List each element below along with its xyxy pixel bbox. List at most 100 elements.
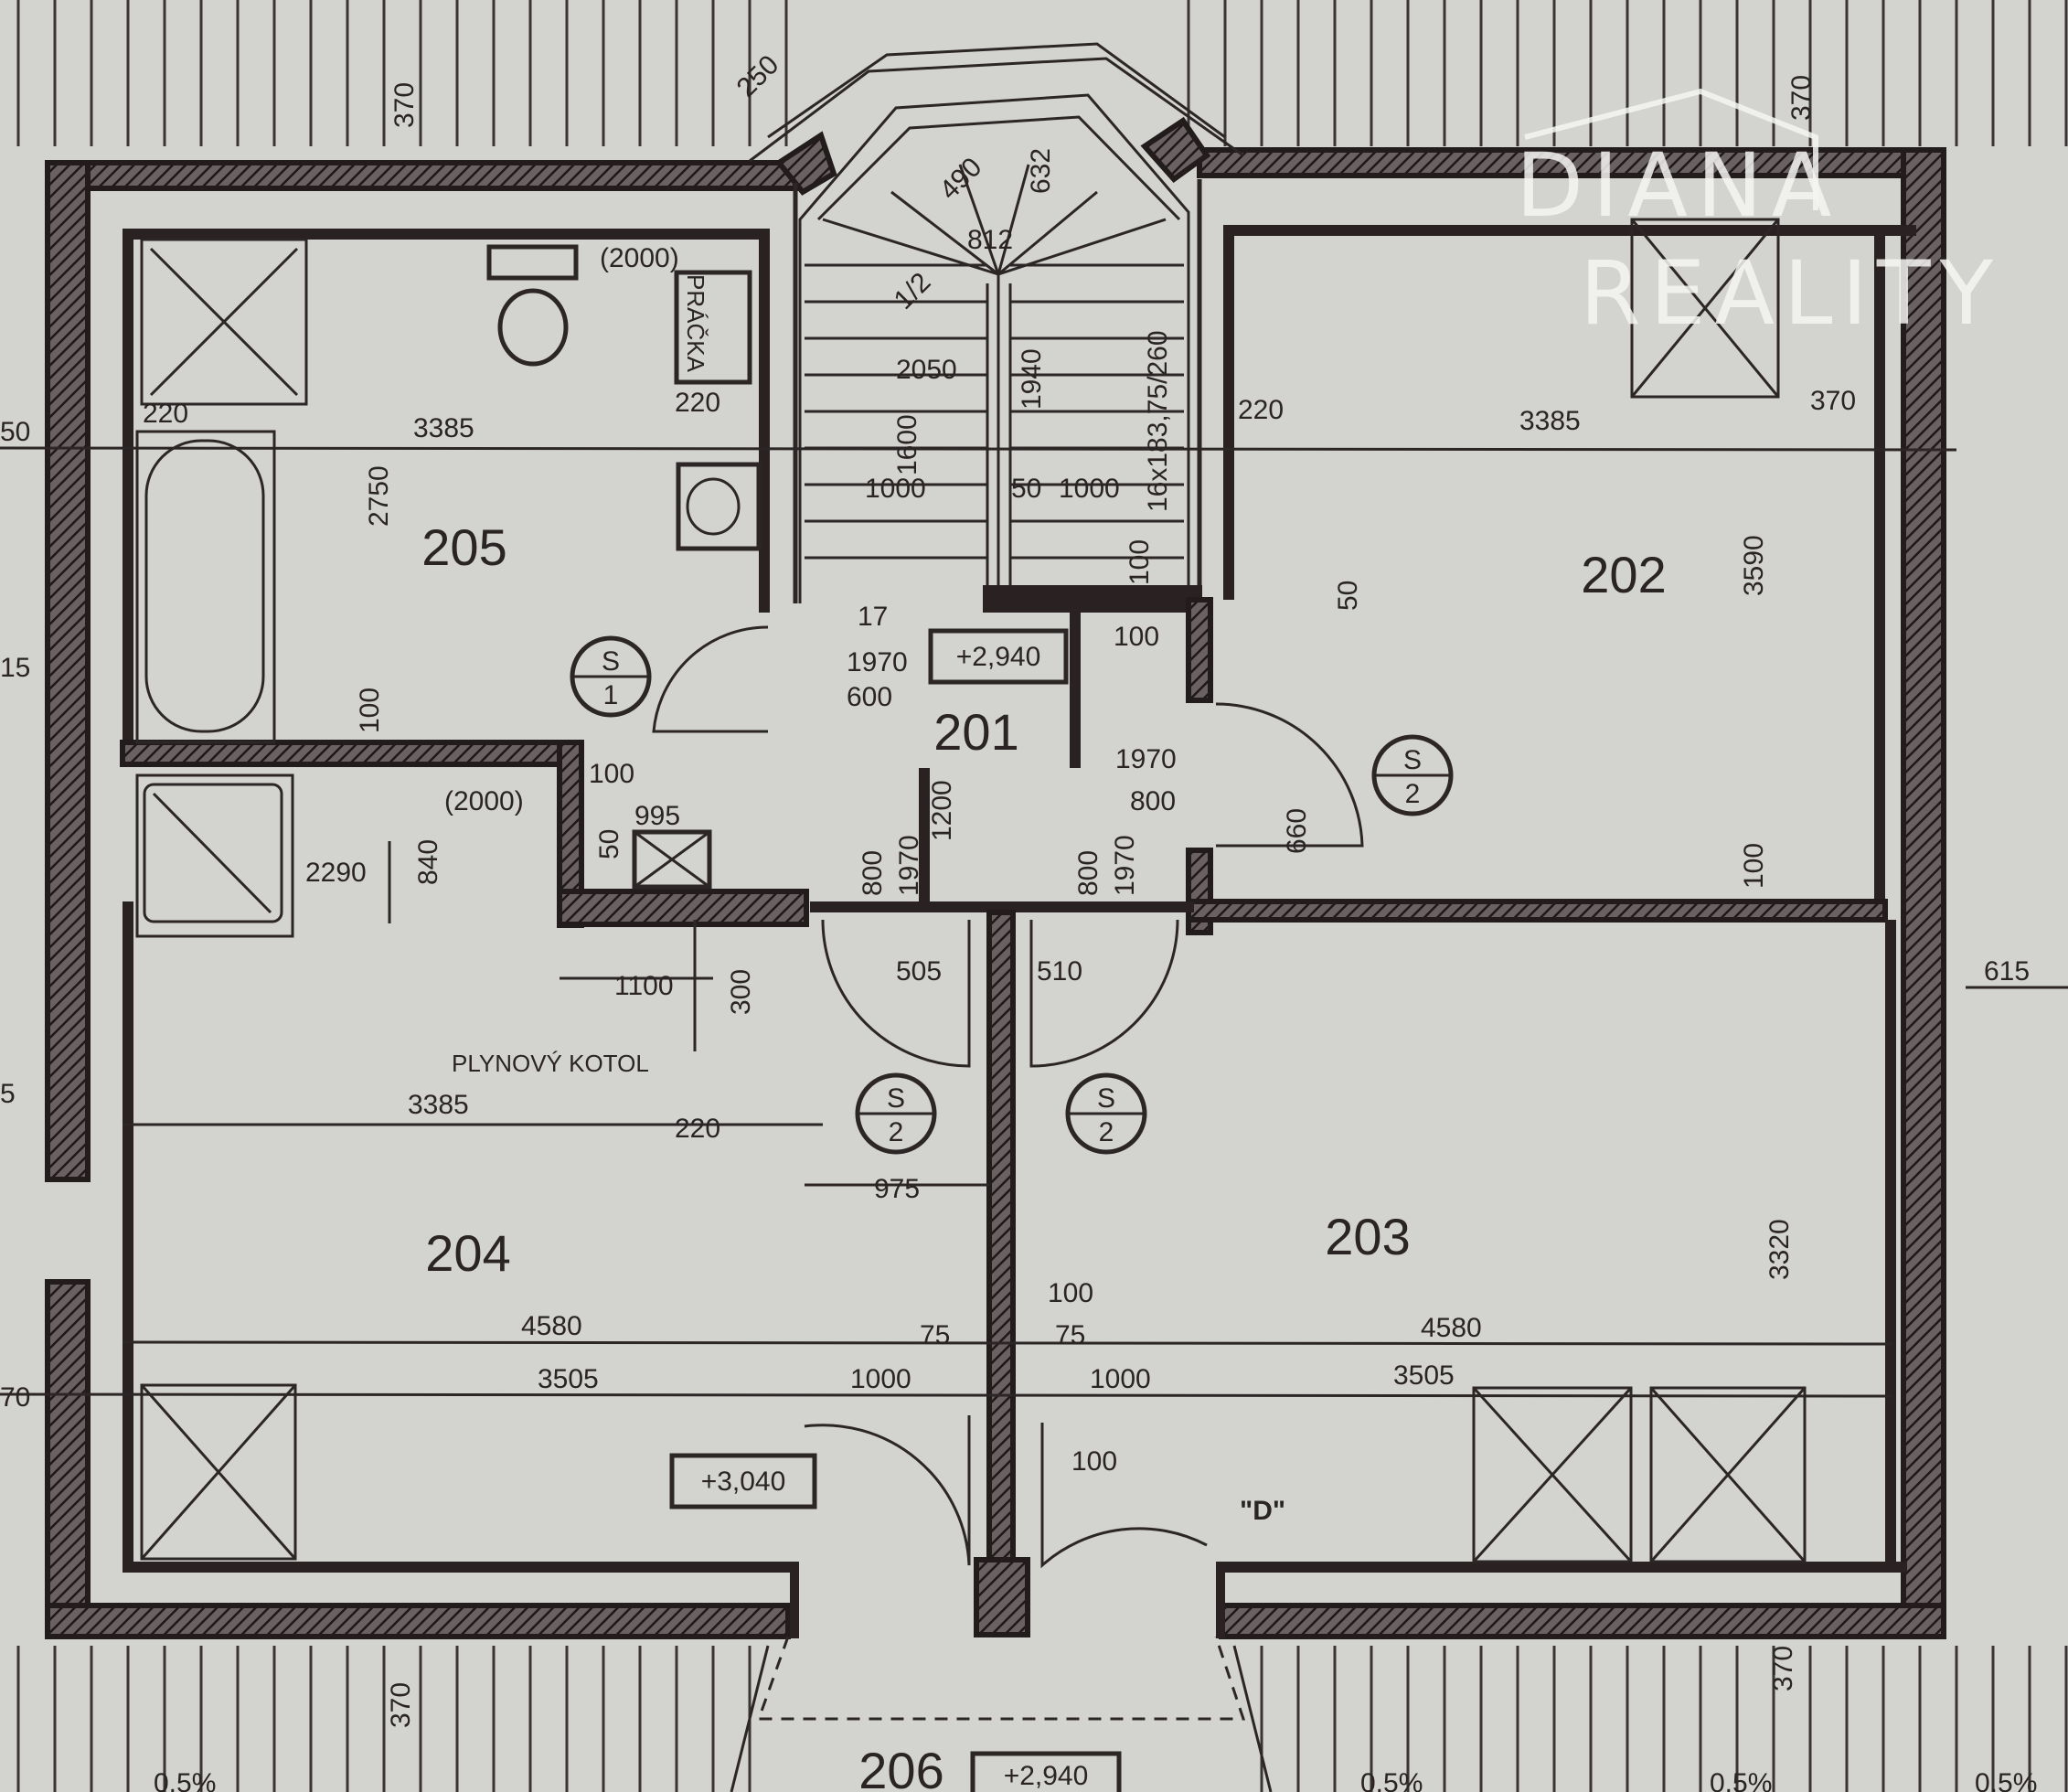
- svg-text:2: 2: [889, 1117, 904, 1147]
- svg-text:1000: 1000: [1059, 474, 1120, 504]
- section-marker-s2-left: S 2: [855, 1072, 937, 1155]
- level-marker-lower-left: +3,040: [669, 1453, 817, 1509]
- skylight-202: [1630, 218, 1780, 399]
- svg-text:370: 370: [389, 82, 420, 128]
- svg-text:1200: 1200: [927, 780, 957, 841]
- svg-text:660: 660: [1282, 808, 1312, 854]
- svg-text:220: 220: [143, 399, 188, 429]
- stair-bay: [749, 42, 1244, 603]
- room-203: 203: [1325, 1208, 1410, 1265]
- room-206: 206: [858, 1742, 943, 1792]
- stair-winder: [997, 218, 1167, 276]
- svg-text:3385: 3385: [408, 1090, 469, 1120]
- svg-text:1970: 1970: [847, 647, 908, 677]
- svg-text:2: 2: [1405, 779, 1421, 809]
- skylight-203-b: [1649, 1386, 1807, 1563]
- svg-text:510: 510: [1037, 956, 1082, 987]
- skylight-204: [140, 1383, 297, 1561]
- svg-text:2290: 2290: [305, 858, 367, 888]
- svg-text:600: 600: [847, 682, 892, 712]
- section-marker-s2-center: S 2: [1065, 1072, 1147, 1155]
- svg-text:4580: 4580: [1421, 1313, 1482, 1343]
- svg-text:3385: 3385: [413, 413, 474, 443]
- svg-text:100: 100: [1071, 1446, 1117, 1477]
- fixtures: [135, 218, 1807, 1563]
- svg-text:3505: 3505: [538, 1364, 599, 1394]
- stair-winder: [997, 190, 1098, 276]
- svg-text:505: 505: [896, 956, 942, 987]
- svg-text:300: 300: [726, 969, 756, 1015]
- stair-winder: [958, 164, 1000, 275]
- svg-text:1970: 1970: [894, 835, 924, 896]
- svg-text:995: 995: [634, 801, 680, 831]
- dimension-labels: (2000) 220 220 3385 220 3385 370 812 205…: [0, 225, 2037, 1792]
- shower-tray: [135, 773, 294, 938]
- svg-text:4580: 4580: [521, 1311, 582, 1341]
- svg-text:50: 50: [1011, 474, 1041, 504]
- svg-text:S: S: [602, 646, 620, 677]
- level-marker-bottom: +2,940: [970, 1751, 1122, 1792]
- svg-text:2050: 2050: [896, 355, 957, 385]
- svg-text:+3,040: +3,040: [701, 1467, 786, 1497]
- svg-text:1000: 1000: [1090, 1364, 1151, 1394]
- svg-text:5: 5: [0, 1079, 16, 1109]
- sink: [676, 462, 762, 551]
- svg-text:100: 100: [1048, 1278, 1093, 1308]
- svg-text:840: 840: [413, 839, 443, 885]
- svg-text:632: 632: [1026, 148, 1056, 194]
- svg-text:1600: 1600: [892, 414, 922, 475]
- svg-text:370: 370: [386, 1682, 416, 1728]
- interior-walls: [120, 225, 1916, 1638]
- dimension-labels-vertical: 370 250 490 632 1/2 1940 1600 2750 100 3…: [355, 49, 1817, 1728]
- svg-text:REALITY: REALITY: [1580, 242, 2002, 345]
- svg-text:370: 370: [1810, 386, 1856, 416]
- watermark-logo: DIANA REALITY: [1516, 88, 2002, 345]
- svg-text:+2,940: +2,940: [956, 642, 1041, 672]
- svg-text:3505: 3505: [1393, 1360, 1455, 1391]
- section-marker-s2-right: S 2: [1371, 734, 1454, 816]
- svg-text:1940: 1940: [1017, 348, 1047, 410]
- svg-text:0.5%: 0.5%: [1975, 1768, 2037, 1792]
- stair-label: 16x183,75/260: [1143, 330, 1173, 512]
- svg-text:0.5%: 0.5%: [1360, 1768, 1423, 1792]
- svg-text:S: S: [1097, 1083, 1115, 1114]
- dormer-label: "D": [1240, 1496, 1285, 1526]
- svg-text:0.5%: 0.5%: [154, 1768, 216, 1792]
- bathtub: [135, 430, 276, 744]
- room-201: 201: [933, 703, 1018, 761]
- svg-text:50: 50: [1333, 581, 1363, 611]
- svg-text:100: 100: [589, 759, 634, 789]
- svg-text:100: 100: [1114, 622, 1159, 652]
- svg-text:220: 220: [675, 1114, 720, 1144]
- svg-text:15: 15: [0, 653, 30, 683]
- boiler-box: [632, 829, 712, 890]
- svg-text:17: 17: [858, 602, 888, 632]
- svg-text:1000: 1000: [850, 1364, 911, 1394]
- svg-text:220: 220: [1238, 395, 1284, 425]
- svg-text:2750: 2750: [364, 465, 394, 527]
- svg-text:3385: 3385: [1519, 406, 1581, 436]
- svg-text:370: 370: [1786, 75, 1817, 121]
- svg-text:2: 2: [1099, 1117, 1114, 1147]
- svg-text:100: 100: [1125, 539, 1155, 585]
- stair-winder: [890, 190, 999, 276]
- svg-text:70: 70: [0, 1382, 30, 1413]
- svg-text:S: S: [887, 1083, 905, 1114]
- svg-text:3320: 3320: [1764, 1219, 1795, 1280]
- dimension-lines: [0, 446, 2068, 1398]
- svg-text:220: 220: [675, 388, 720, 418]
- svg-text:75: 75: [1055, 1320, 1085, 1350]
- svg-text:0.5%: 0.5%: [1710, 1768, 1772, 1792]
- svg-text:800: 800: [858, 850, 888, 896]
- svg-text:(2000): (2000): [444, 786, 524, 816]
- room-205: 205: [421, 518, 506, 576]
- stair-winder: [997, 164, 1030, 275]
- svg-text:1970: 1970: [1110, 835, 1140, 896]
- exterior-walls: [45, 116, 1946, 1639]
- boiler-label: PLYNOVÝ KOTOL: [452, 1050, 649, 1077]
- svg-text:100: 100: [355, 688, 385, 733]
- svg-text:1: 1: [603, 680, 619, 710]
- skylight-203-a: [1472, 1386, 1633, 1563]
- svg-text:800: 800: [1073, 850, 1103, 896]
